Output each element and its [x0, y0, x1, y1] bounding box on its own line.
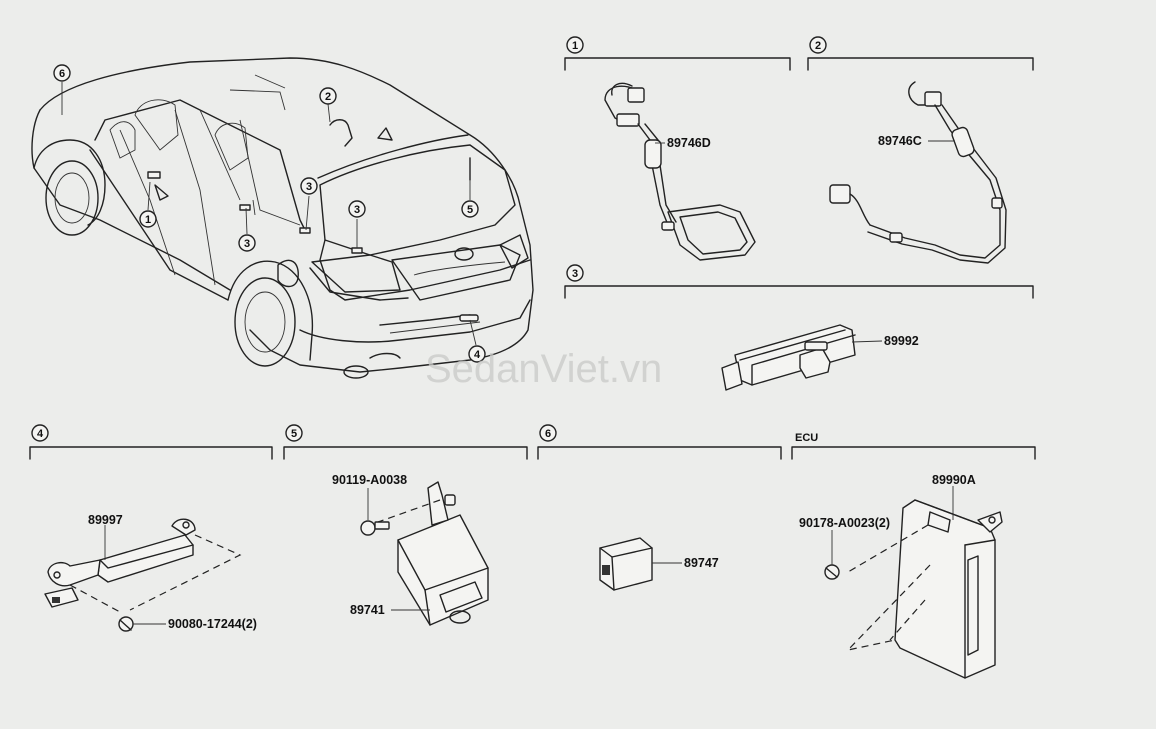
part-number-89992: 89992: [884, 334, 919, 348]
part-89747-buzzer: 89747: [599, 537, 719, 591]
callout-marker-6: 6: [53, 64, 71, 82]
bolt-number-90178-A0023: 90178-A0023(2): [799, 516, 890, 530]
callout-marker-3: 3: [348, 200, 366, 218]
svg-text:3: 3: [572, 268, 578, 280]
part-89741-module: 90119-A0038 89741: [332, 473, 489, 626]
section-header-4: 4: [29, 424, 273, 460]
part-89992-antenna: 89992: [721, 324, 919, 391]
svg-text:3: 3: [244, 238, 250, 250]
part-number-89990A: 89990A: [932, 473, 976, 487]
svg-text:1: 1: [145, 214, 151, 226]
callout-marker-3: 3: [238, 234, 256, 252]
callout-marker-3: 3: [300, 177, 318, 195]
part-89746D-wire-sensor: 89746D: [604, 82, 756, 261]
part-89997-bracket: 90080-17244(2) 89997: [44, 513, 257, 632]
part-number-89746D: 89746D: [667, 136, 711, 150]
part-number-89746C: 89746C: [878, 134, 922, 148]
svg-text:6: 6: [59, 68, 65, 80]
bolt-number-90119-A0038: 90119-A0038: [332, 473, 407, 487]
part-number-89741: 89741: [350, 603, 385, 617]
vehicle-illustration: 6 2 1 3 3 3 5 4: [31, 57, 534, 379]
svg-text:ECU: ECU: [795, 432, 818, 444]
part-number-89747: 89747: [684, 556, 719, 570]
svg-text:3: 3: [354, 204, 360, 216]
watermark: SedanViet.vn: [425, 347, 662, 391]
callout-marker-1: 1: [139, 210, 157, 228]
svg-text:2: 2: [815, 40, 821, 52]
section-header-1: 1: [564, 36, 791, 71]
svg-text:4: 4: [474, 349, 481, 361]
part-89990A-ecu: 90178-A0023(2) 89990A: [799, 473, 1003, 679]
svg-text:5: 5: [291, 428, 297, 440]
part-89746C-wire-sensor: 89746C: [829, 81, 1007, 264]
callout-marker-5: 5: [461, 200, 479, 218]
part-number-89997: 89997: [88, 513, 123, 527]
svg-text:1: 1: [572, 40, 578, 52]
section-header-6: 6: [537, 424, 782, 460]
svg-text:3: 3: [306, 181, 312, 193]
section-header-2: 2: [807, 36, 1034, 71]
callout-marker-4: 4: [468, 345, 486, 363]
svg-text:2: 2: [325, 91, 331, 103]
section-header-ecu: ECU: [791, 432, 1036, 460]
svg-text:4: 4: [37, 428, 44, 440]
svg-text:6: 6: [545, 428, 551, 440]
callout-marker-2: 2: [319, 87, 337, 105]
svg-text:5: 5: [467, 204, 473, 216]
bolt-number-90080-17244: 90080-17244(2): [168, 617, 257, 631]
section-header-5: 5: [283, 424, 528, 460]
section-header-3: 3: [564, 264, 1034, 299]
